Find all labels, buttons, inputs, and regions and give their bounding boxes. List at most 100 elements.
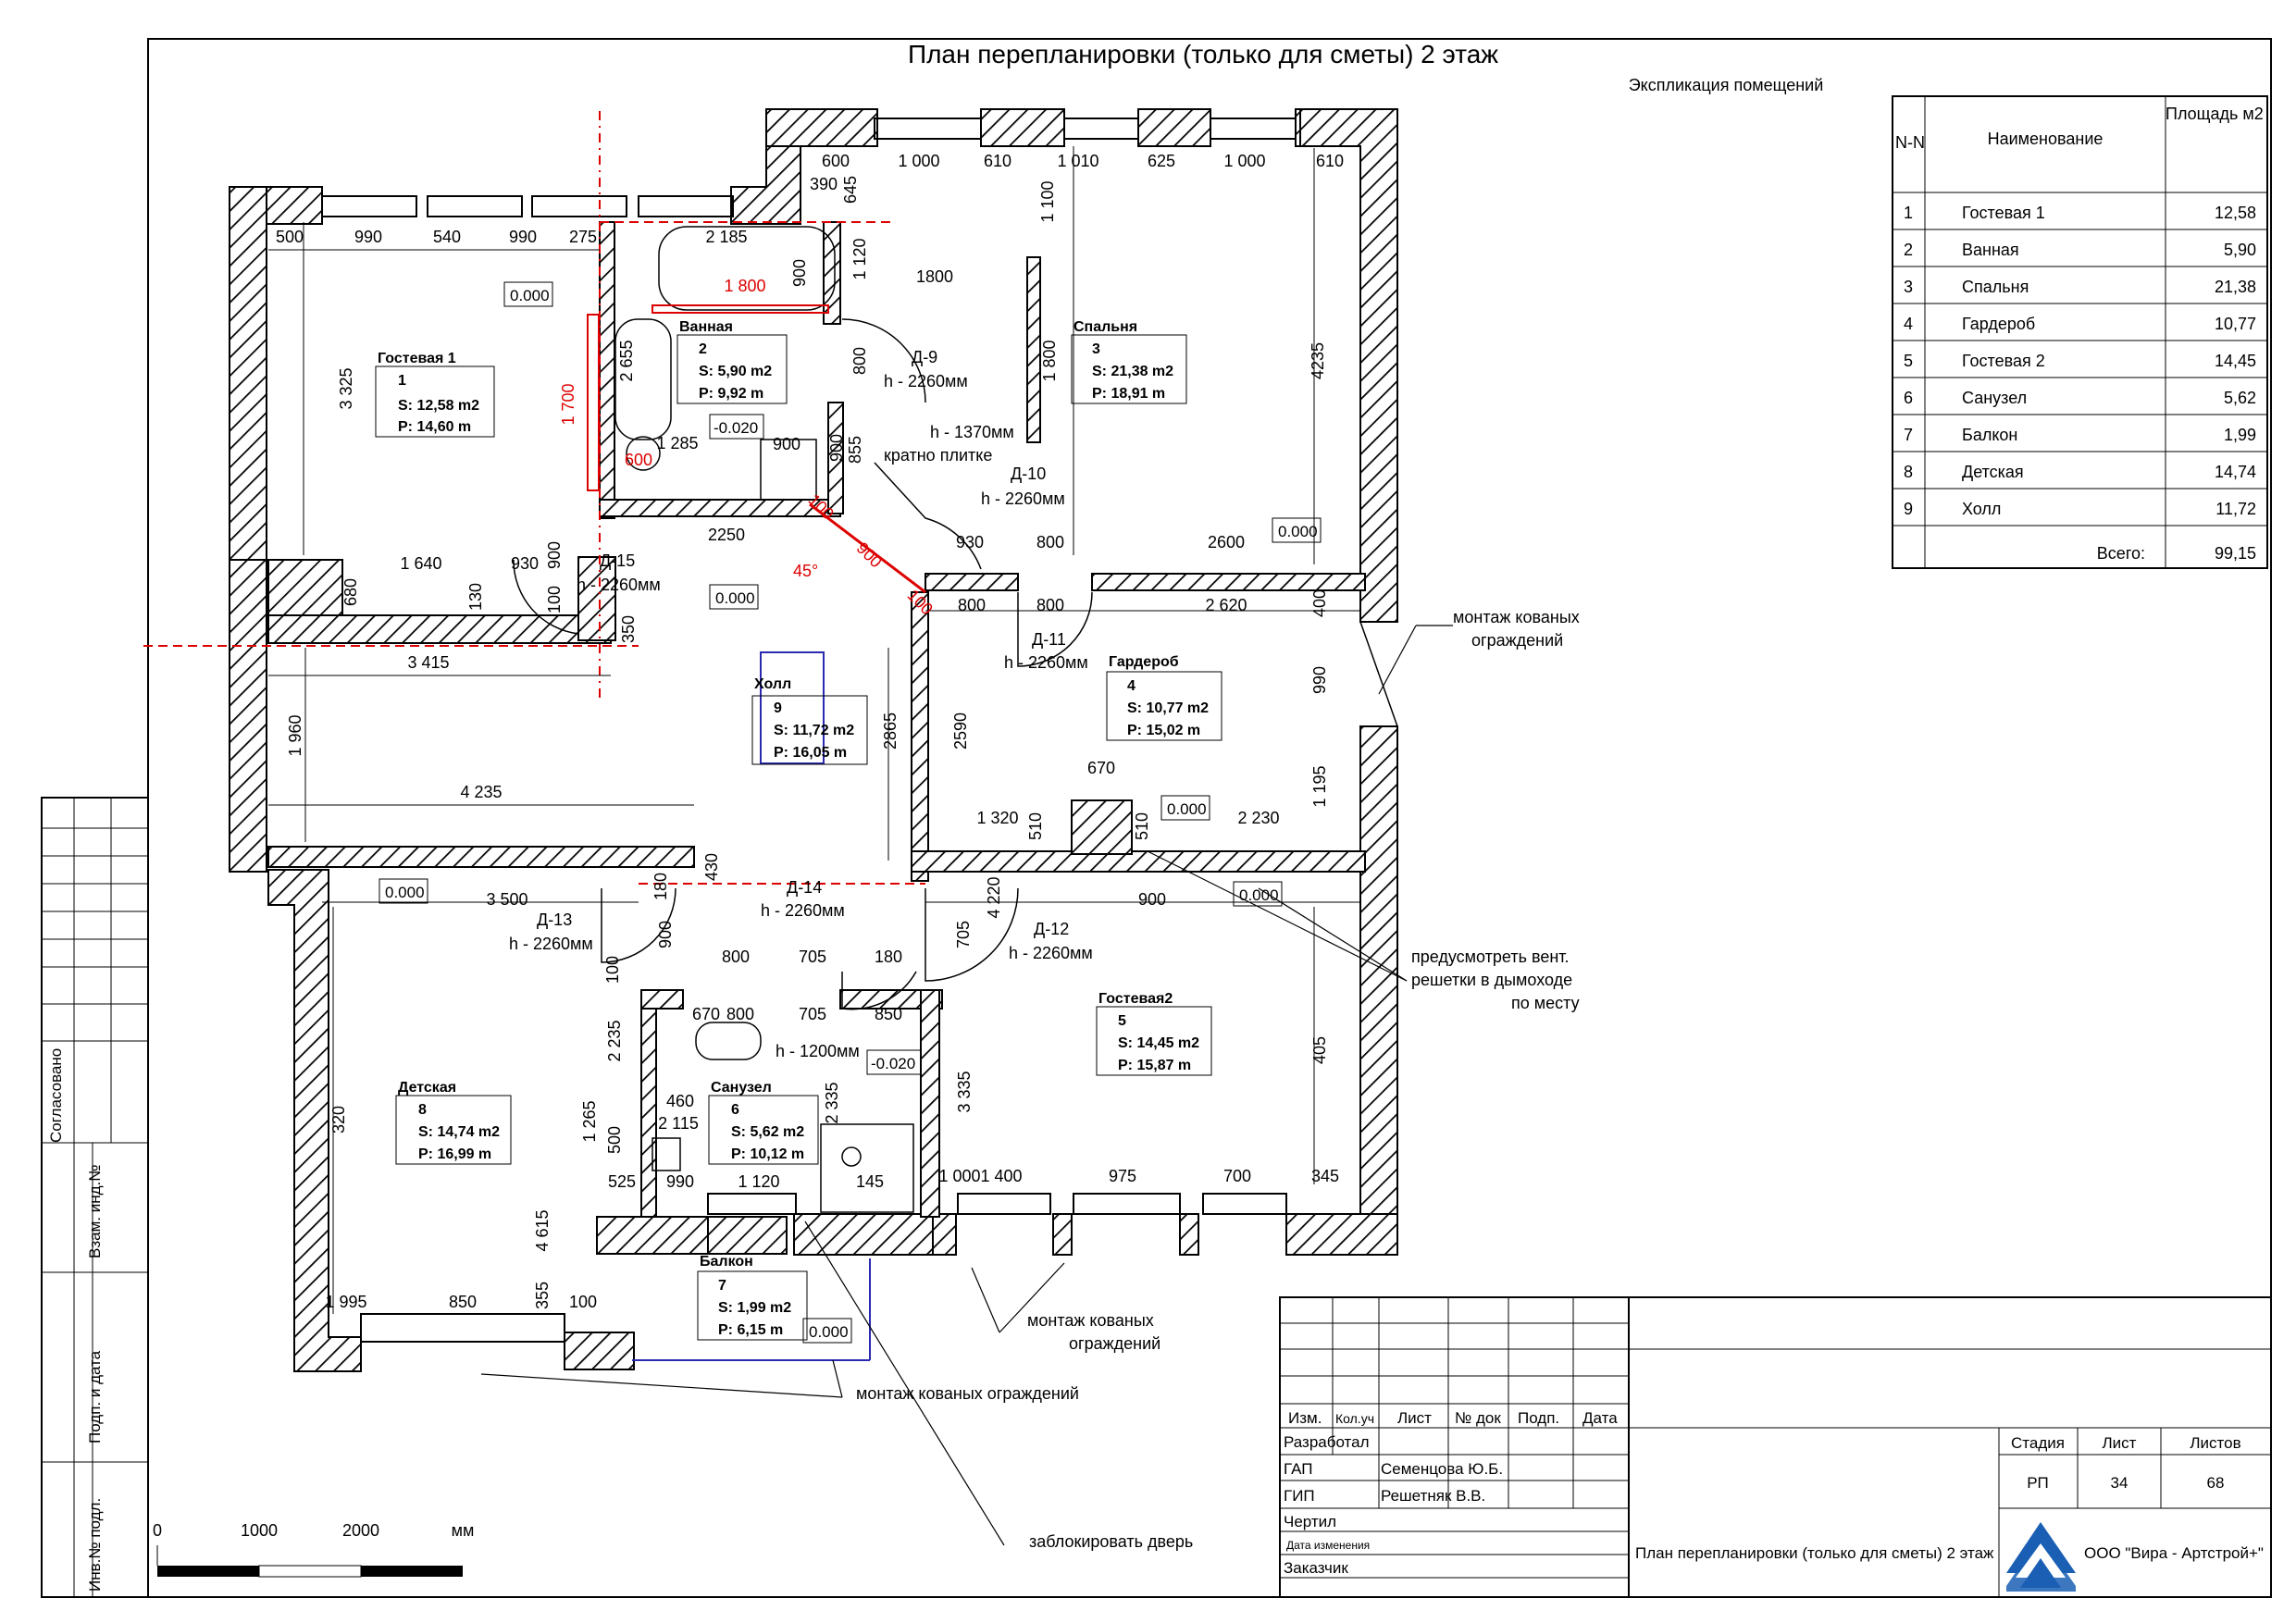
svg-text:4 235: 4 235 [460, 783, 502, 801]
explication-row-name: Гостевая 1 [1962, 204, 2045, 222]
svg-text:мм: мм [452, 1521, 475, 1540]
dimension-lines [268, 146, 1360, 1314]
svg-text:3 500: 3 500 [486, 890, 527, 909]
svg-text:7: 7 [718, 1278, 726, 1294]
svg-text:Гостевая 1: Гостевая 1 [378, 351, 456, 366]
svg-text:350: 350 [619, 615, 638, 643]
explication-row-name: Ванная [1962, 241, 2019, 259]
svg-text:Взам. инд.№: Взам. инд.№ [86, 1165, 104, 1259]
svg-text:S: 12,58 m2: S: 12,58 m2 [398, 398, 479, 414]
svg-text:900: 900 [545, 541, 564, 569]
side-stamp [41, 797, 149, 1598]
level-marks: 0.000 0.000 0.000 0.000 0.000 0.000 0.00… [379, 281, 1322, 1344]
svg-text:800: 800 [726, 1005, 754, 1023]
svg-text:400: 400 [1310, 589, 1329, 617]
svg-text:930: 930 [956, 533, 984, 551]
svg-text:930: 930 [511, 554, 539, 573]
svg-text:275: 275 [569, 228, 597, 246]
svg-text:1: 1 [398, 373, 406, 389]
svg-text:5: 5 [1118, 1013, 1126, 1029]
svg-text:P: 18,91 m: P: 18,91 m [1092, 386, 1165, 402]
svg-text:Д-9: Д-9 [912, 348, 937, 366]
svg-text:Д-11: Д-11 [1032, 630, 1066, 649]
svg-text:Д-13: Д-13 [537, 911, 572, 929]
svg-text:705: 705 [799, 948, 826, 966]
svg-text:700: 700 [1223, 1167, 1251, 1185]
svg-text:P: 15,87 m: P: 15,87 m [1118, 1058, 1191, 1073]
svg-text:3 415: 3 415 [407, 653, 449, 672]
vent-note-2: решетки в дымоходе [1411, 971, 1572, 989]
svg-text:500: 500 [276, 228, 304, 246]
svg-text:680: 680 [341, 578, 360, 606]
svg-text:P: 14,60 m: P: 14,60 m [398, 419, 471, 435]
windows [321, 118, 1297, 1343]
svg-text:S: 14,74 m2: S: 14,74 m2 [418, 1124, 500, 1140]
room-label-spalnya: Спальня 3 S: 21,38 m2 P: 18,91 m [1071, 319, 1187, 404]
svg-text:1 960: 1 960 [286, 714, 304, 756]
svg-text:Чертил: Чертил [1284, 1513, 1336, 1530]
block-door-note: заблокировать дверь [1029, 1532, 1193, 1551]
svg-text:1 000: 1 000 [1223, 152, 1265, 170]
svg-text:P: 16,05 m: P: 16,05 m [774, 745, 847, 761]
svg-text:130: 130 [466, 583, 485, 611]
svg-text:3 325: 3 325 [337, 367, 355, 409]
railing-note-right-2: ограждений [1471, 631, 1563, 650]
svg-text:Наименование: Наименование [1988, 130, 2104, 148]
svg-text:h - 2260мм: h - 2260мм [1009, 944, 1093, 962]
explication-row-number: 8 [1904, 463, 1913, 481]
explication-row-area: 11,72 [2215, 500, 2256, 518]
svg-text:Кол.уч: Кол.уч [1335, 1411, 1374, 1426]
red-markup [143, 111, 926, 885]
svg-text:430: 430 [702, 853, 721, 881]
explication-row-area: 1,99 [2224, 426, 2256, 444]
svg-text:355: 355 [533, 1282, 552, 1309]
svg-text:P: 6,15 m: P: 6,15 m [718, 1322, 783, 1338]
svg-text:1 800: 1 800 [1040, 340, 1059, 381]
svg-text:800: 800 [1036, 533, 1064, 551]
svg-text:645: 645 [841, 176, 860, 204]
svg-text:34: 34 [2111, 1474, 2128, 1492]
explication-row-area: 10,77 [2215, 315, 2256, 333]
room-label-gostevaya2: Гостевая2 5 S: 14,45 m2 P: 15,87 m [1096, 991, 1212, 1076]
svg-text:705: 705 [799, 1005, 826, 1023]
svg-text:2 230: 2 230 [1237, 809, 1279, 827]
room-label-gostevaya1: Гостевая 1 1 S: 12,58 m2 P: 14,60 m [375, 351, 495, 438]
svg-text:2 185: 2 185 [705, 228, 747, 246]
svg-text:N-N: N-N [1895, 133, 1925, 152]
room-labels: Гостевая 1 1 S: 12,58 m2 P: 14,60 m Ванн… [375, 319, 1222, 1341]
svg-text:990: 990 [666, 1172, 694, 1191]
svg-text:Лист: Лист [1397, 1409, 1432, 1427]
svg-text:1 010: 1 010 [1057, 152, 1098, 170]
svg-text:ГИП: ГИП [1284, 1487, 1315, 1505]
svg-text:Всего:: Всего: [2097, 544, 2145, 563]
svg-text:2: 2 [699, 341, 707, 357]
blue-railing [632, 651, 871, 1361]
svg-text:h - 2260мм: h - 2260мм [981, 489, 1065, 508]
svg-text:900: 900 [827, 434, 846, 462]
svg-text:900: 900 [773, 435, 800, 453]
svg-text:670: 670 [1087, 759, 1115, 777]
svg-text:0: 0 [153, 1521, 162, 1540]
svg-text:S: 11,72 m2: S: 11,72 m2 [774, 723, 854, 738]
svg-text:9: 9 [774, 700, 782, 716]
explication-row-number: 9 [1904, 500, 1913, 518]
tile-multiple-note: кратно плитке [884, 446, 992, 465]
explication-header-area: Площадь м2 [2166, 105, 2264, 123]
svg-text:990: 990 [509, 228, 537, 246]
explication-row-name: Спальня [1962, 278, 2029, 296]
railing-note-bottom-1: монтаж кованых [1027, 1311, 1154, 1330]
svg-text:405: 405 [1310, 1036, 1329, 1064]
explication-row-area: 14,74 [2215, 463, 2256, 481]
svg-text:h - 2260мм: h - 2260мм [884, 372, 968, 390]
svg-text:2600: 2600 [1208, 533, 1245, 551]
svg-text:1 700: 1 700 [559, 383, 577, 425]
svg-text:2000: 2000 [342, 1521, 379, 1540]
svg-text:990: 990 [1310, 666, 1329, 694]
svg-text:145: 145 [856, 1172, 884, 1191]
svg-text:500: 500 [605, 1126, 624, 1154]
svg-text:РП: РП [2027, 1474, 2049, 1492]
sanuzel-height-note: h - 1200мм [776, 1042, 860, 1060]
svg-text:600: 600 [822, 152, 850, 170]
svg-text:510: 510 [1133, 812, 1151, 840]
svg-text:ГАП: ГАП [1284, 1460, 1312, 1478]
